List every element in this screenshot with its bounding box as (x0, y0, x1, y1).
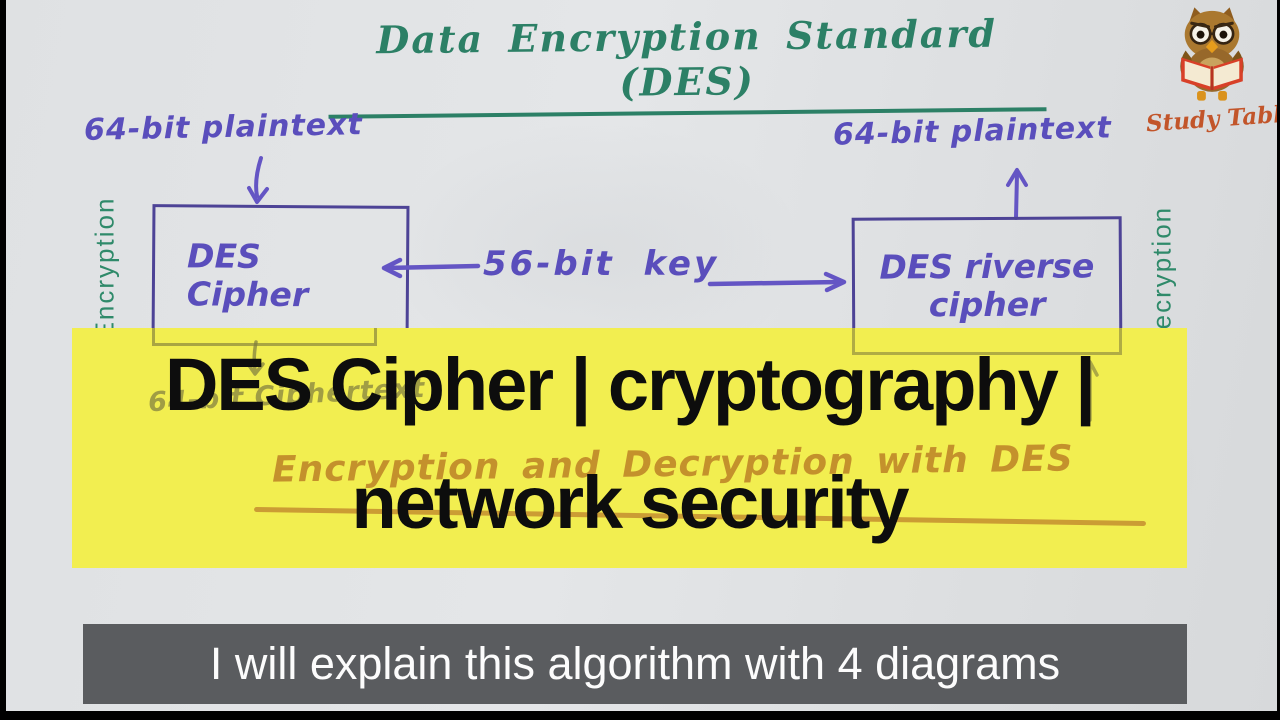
encryption-side-label: Encryption (89, 196, 120, 340)
faint-up-arrow-icon (1081, 360, 1099, 422)
key-left-arrow-icon (381, 257, 481, 279)
frame-edge-bottom (0, 711, 1280, 720)
key-right-arrow-icon (707, 271, 847, 293)
page-title: Data Encryption Standard (DES) (327, 10, 1047, 119)
des-reverse-cipher-box-line2: cipher (928, 284, 1046, 325)
channel-logo-text: Study Table (1145, 99, 1280, 138)
banner-title-line2: network security (351, 461, 909, 544)
owl-reading-book-icon (1180, 7, 1244, 101)
subtitle-caption-text: I will explain this algorithm with 4 dia… (209, 638, 1061, 689)
plaintext-label-right: 64-bit plaintext (832, 110, 1113, 153)
left-box-bottom-remnant (152, 328, 377, 346)
up-arrow-icon (1006, 168, 1028, 220)
plaintext-label-left: 64-bit plaintext (83, 107, 364, 148)
video-title-banner: 64-bit Ciphertext Encryption and Decrypt… (72, 328, 1187, 568)
subtitle-caption-bar: I will explain this algorithm with 4 dia… (83, 624, 1187, 704)
right-box-bottom-remnant (852, 328, 1122, 355)
faint-down-arrow-icon (246, 340, 265, 376)
des-reverse-cipher-box-line1: DES riverse (879, 246, 1095, 287)
des-cipher-box-line2: Cipher (186, 273, 309, 314)
frame-edge-right (1277, 0, 1280, 720)
down-arrow-icon (247, 156, 269, 204)
channel-logo: Study Table (1145, 0, 1280, 145)
key-label: 56-bit key (483, 244, 720, 284)
banner-title-line1: DES Cipher | cryptography | (164, 343, 1096, 426)
frame-edge-left (0, 0, 6, 720)
